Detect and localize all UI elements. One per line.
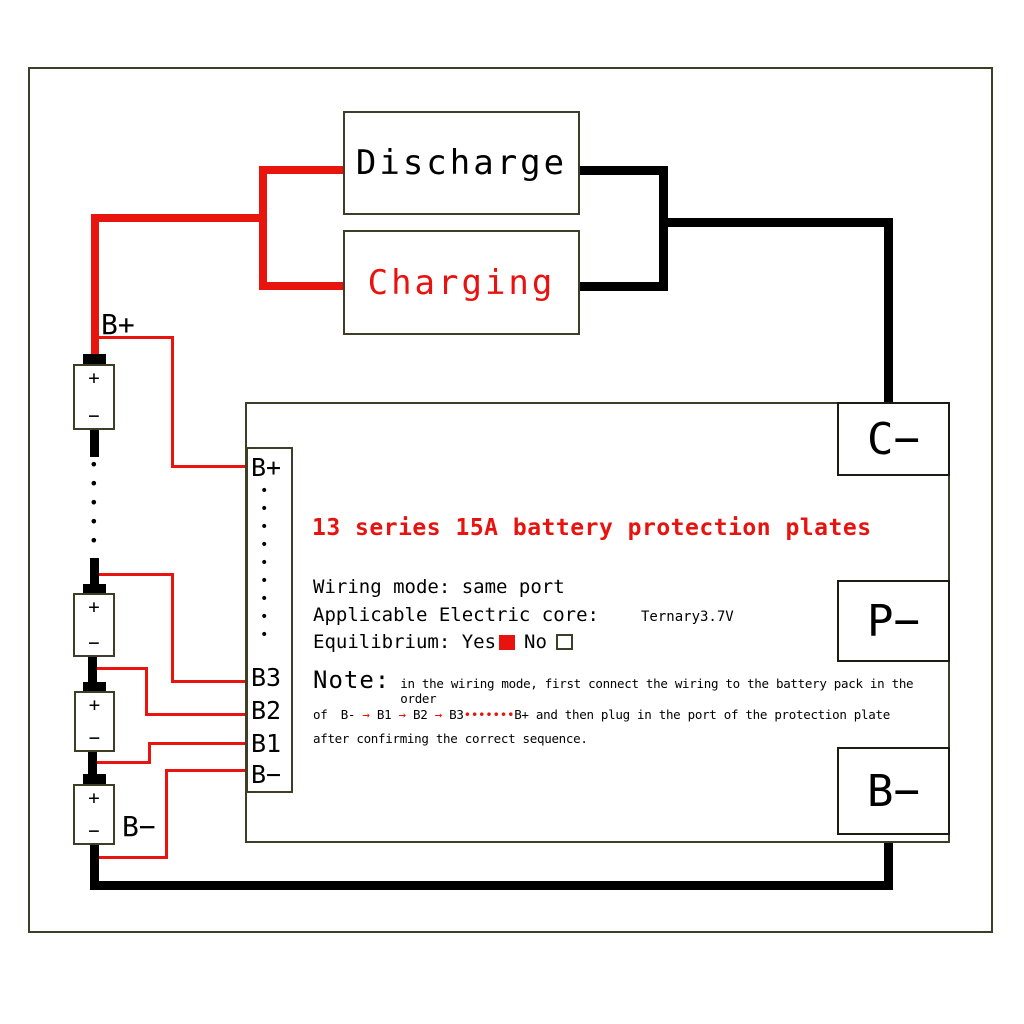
sense-wire-b3-v xyxy=(171,573,174,683)
sense-wire-b3-h2 xyxy=(171,680,250,683)
plus-symbol: + xyxy=(88,694,101,716)
sense-wire-bminus-v xyxy=(165,769,168,859)
terminal-strip-dots: • • • • • • • • • xyxy=(260,483,269,643)
arrow-icon: → xyxy=(362,707,370,722)
sense-wire-b2-h1 xyxy=(97,667,148,670)
note-line1: in the wiring mode, first connect the wi… xyxy=(400,676,914,706)
sense-wire-bplus-h1 xyxy=(99,336,174,339)
discharge-box: Discharge xyxy=(343,111,580,215)
battery4-terminal-tab xyxy=(83,774,106,784)
arrow-icon: → xyxy=(434,707,443,722)
note-block: Note: in the wiring mode, first connect … xyxy=(313,666,938,746)
equilibrium-row: Equilibrium: Yes No xyxy=(313,631,573,653)
black-wire-to-cminus xyxy=(884,218,893,402)
sense-wire-b2-v xyxy=(145,667,148,716)
battery-cell-2: + − xyxy=(73,593,115,657)
battery3-terminal-tab xyxy=(83,682,106,691)
battery-bminus-label: B− xyxy=(122,810,156,843)
battery34-link-stub xyxy=(88,752,97,774)
note-seq-b3: B3 xyxy=(449,707,464,722)
red-wire-main-vertical xyxy=(91,214,99,362)
red-wire-branch-vertical xyxy=(259,166,267,290)
bminus-terminal-box: B− xyxy=(837,747,950,835)
terminal-label-b1: B1 xyxy=(251,729,282,758)
black-wire-mid-horizontal xyxy=(659,218,893,227)
note-seq-bminus: B- xyxy=(340,707,356,722)
sense-wire-b2-h2 xyxy=(145,713,250,716)
charging-label: Charging xyxy=(367,262,556,303)
black-wire-join-vertical xyxy=(659,166,668,291)
note-heading: Note: xyxy=(313,666,391,694)
terminal-label-bplus: B+ xyxy=(251,453,282,482)
note-seq-b2: B2 xyxy=(413,707,428,722)
black-wire-from-discharge xyxy=(580,166,668,175)
black-wire-to-bminus-box xyxy=(884,835,893,890)
sense-wire-b1-h2 xyxy=(148,742,250,745)
minus-symbol: − xyxy=(88,727,101,749)
terminal-strip xyxy=(246,447,293,793)
battery-chain-dots: • • • • • xyxy=(89,455,99,550)
wiring-mode-text: Wiring mode: same port xyxy=(313,576,565,598)
terminal-label-b3: B3 xyxy=(251,663,282,692)
note-line2-suffix: B+ and then plug in the port of the prot… xyxy=(514,707,890,722)
minus-symbol: − xyxy=(88,632,100,654)
battery-bplus-label: B+ xyxy=(101,308,135,341)
equilibrium-no-checkbox xyxy=(555,634,573,650)
plus-symbol: + xyxy=(88,596,100,618)
bminus-label: B− xyxy=(867,765,920,817)
terminal-label-b2: B2 xyxy=(251,696,282,725)
sense-wire-bplus-h2 xyxy=(171,465,250,468)
red-wire-to-charging xyxy=(259,282,343,290)
battery2-pos-stub xyxy=(90,558,99,584)
battery-cell-3: + − xyxy=(74,691,115,752)
plus-symbol: + xyxy=(88,787,100,809)
discharge-label: Discharge xyxy=(355,143,568,183)
black-wire-bottom-horizontal xyxy=(90,881,893,890)
equilibrium-no-label: No xyxy=(524,631,547,653)
note-line2: of B- → B1 → B2 → B3•••••••B+ and then p… xyxy=(313,707,938,722)
note-line3: after confirming the correct sequence. xyxy=(313,731,588,746)
note-line2-prefix: of xyxy=(313,707,328,722)
battery2-terminal-tab xyxy=(83,584,106,593)
sense-wire-bminus-h1 xyxy=(99,856,168,859)
minus-symbol: − xyxy=(88,820,100,842)
sense-wire-b1-v xyxy=(148,742,151,764)
equilibrium-label: Equilibrium: Yes xyxy=(313,631,497,653)
battery23-link-stub xyxy=(88,657,97,682)
battery-cell-4: + − xyxy=(73,784,115,845)
equilibrium-yes-checkbox xyxy=(499,634,516,650)
core-value: Ternary3.7V xyxy=(641,609,734,625)
arrow-icon: → xyxy=(398,707,407,722)
sense-wire-bminus-h2 xyxy=(165,769,250,772)
cminus-terminal-box: C− xyxy=(837,402,950,476)
black-wire-battery-neg-vertical xyxy=(90,843,99,890)
red-wire-main-horizontal xyxy=(91,214,267,222)
charging-box: Charging xyxy=(343,230,580,335)
red-wire-to-discharge xyxy=(259,166,343,174)
board-title: 13 series 15A battery protection plates xyxy=(312,515,872,541)
battery-cell-1: + − xyxy=(73,364,115,430)
pminus-label: P− xyxy=(867,595,920,647)
protection-board xyxy=(245,402,950,843)
battery1-neg-stub xyxy=(90,430,99,457)
sense-wire-b1-h1 xyxy=(97,761,151,764)
core-label: Applicable Electric core: xyxy=(313,604,599,626)
cminus-label: C− xyxy=(867,413,920,465)
note-seq-b1: B1 xyxy=(376,707,392,722)
minus-symbol: − xyxy=(88,405,100,427)
sense-wire-bplus-v xyxy=(171,336,174,468)
pminus-terminal-box: P− xyxy=(837,580,950,662)
note-dots: ••••••• xyxy=(463,707,515,722)
sense-wire-b3-h1 xyxy=(98,573,174,576)
black-wire-from-charging xyxy=(580,282,668,291)
battery1-terminal-tab xyxy=(83,354,106,364)
plus-symbol: + xyxy=(88,367,100,389)
terminal-label-bminus: B− xyxy=(251,760,282,789)
